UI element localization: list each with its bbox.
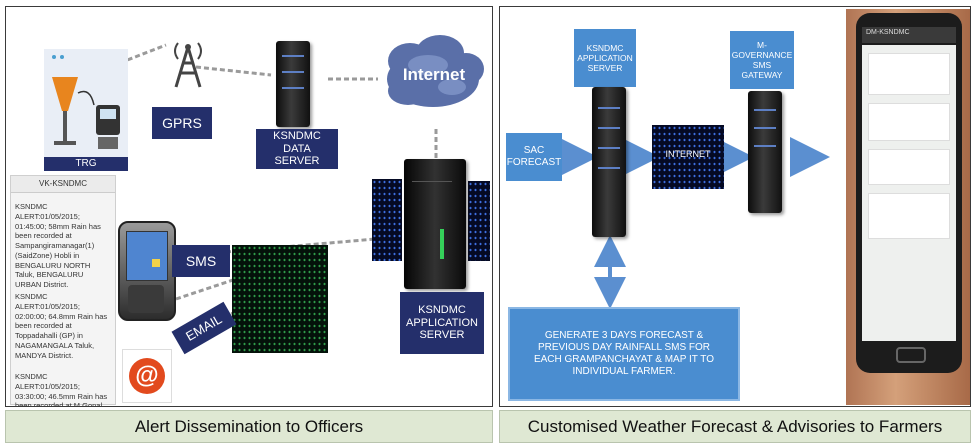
flow-arrows [558, 137, 830, 309]
rain-gauge-illustration [44, 49, 128, 157]
left-caption: Alert Dissemination to Officers [5, 410, 493, 443]
application-server-icon [404, 159, 466, 289]
sms-message: KSNDMC ALERT:01/05/2015; 02:00:00; 64.8m… [15, 292, 108, 360]
sac-forecast-box: SAC FORECAST [506, 133, 562, 181]
app-server-label: KSNDMC APPLICATION SERVER [400, 292, 484, 354]
right-panel-weather-forecast: SAC FORECAST KSNDMC APPLICATION SERVER I… [499, 6, 971, 407]
forecast-process-box: GENERATE 3 DAYS FORECAST & PREVIOUS DAY … [508, 307, 740, 401]
left-panel-alert-dissemination: TRG GPRS KSNDMC DATA SERVER Internet KSN… [5, 6, 493, 407]
right-caption: Customised Weather Forecast & Advisories… [499, 410, 971, 443]
application-server-icon [592, 87, 626, 237]
data-matrix-graphic [232, 245, 328, 353]
data-matrix-graphic [468, 181, 490, 261]
sms-screenshot: VK-KSNDMC KSNDMC ALERT:01/05/2015; 01:45… [10, 175, 116, 407]
data-server-icon [276, 41, 310, 127]
phone-sender-label: DM-KSNDMC [866, 29, 910, 36]
sms-gateway-box: M-GOVERNANCE SMS GATEWAY [730, 31, 794, 89]
sms-gateway-server-icon [748, 91, 782, 213]
sms-sender: VK-KSNDMC [11, 176, 115, 193]
internet-label: Internet [402, 65, 466, 84]
internet-label: INTERNET [665, 149, 711, 159]
antenna-tower-icon [174, 42, 202, 88]
internet-data-graphic [652, 125, 724, 189]
email-at-icon: @ [122, 349, 172, 403]
ksndmc-app-server-box: KSNDMC APPLICATION SERVER [574, 29, 636, 87]
sms-message: KSNDMC ALERT:01/05/2015; 03:30:00; 46.5m… [15, 372, 108, 407]
data-server-label: KSNDMC DATA SERVER [256, 129, 338, 169]
farmer-phone-photo: DM-KSNDMC [846, 9, 970, 405]
rain-gauge-icon [52, 55, 120, 149]
trg-label: TRG [44, 157, 128, 171]
internet-cloud-icon [387, 35, 484, 107]
data-matrix-graphic [372, 179, 402, 261]
sms-label: SMS [172, 245, 230, 277]
sms-message: KSNDMC ALERT:01/05/2015; 01:45:00; 58mm … [15, 202, 101, 289]
gprs-label: GPRS [152, 107, 212, 139]
mobile-phone-icon [118, 221, 176, 321]
